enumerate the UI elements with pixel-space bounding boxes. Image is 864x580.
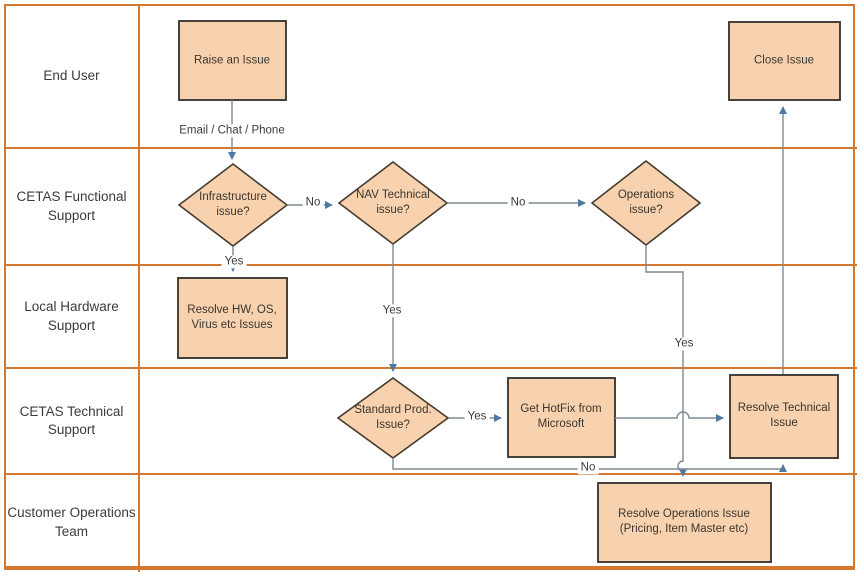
node-infrastructure-issue-shape <box>177 162 289 248</box>
edge-label-email-chat-phone: Email / Chat / Phone <box>176 124 288 138</box>
lane-label-cetas-functional: CETAS Functional Support <box>16 189 127 223</box>
node-infrastructure-issue-label: Infrastructure issue? <box>199 191 267 218</box>
node-operations-issue-shape <box>590 159 702 247</box>
node-resolve-operations-label: Resolve Operations Issue (Pricing, Item … <box>618 508 750 535</box>
node-close-issue-shape <box>728 21 841 101</box>
lane-divider-1 <box>4 147 857 149</box>
node-resolve-technical-shape <box>729 374 839 459</box>
edge-label-yes-1: Yes <box>221 255 247 269</box>
edge-label-no-2: No <box>507 196 529 210</box>
lane-divider-3 <box>4 367 857 369</box>
lane-divider-4 <box>4 473 857 475</box>
lane-divider-2 <box>4 264 857 266</box>
node-nav-technical-issue-label: NAV Technical issue? <box>356 189 430 216</box>
edge-label-yes-4: Yes <box>464 410 490 424</box>
edge-label-yes-2: Yes <box>379 304 405 318</box>
node-resolve-operations-shape <box>597 482 772 563</box>
edge-label-no-1: No <box>302 196 324 210</box>
node-resolve-hw-label: Resolve HW, OS, Virus etc Issues <box>187 304 277 331</box>
node-get-hotfix-label: Get HotFix from Microsoft <box>520 403 602 430</box>
lane-header-divider <box>138 4 140 572</box>
swimlane-frame <box>4 4 855 570</box>
node-nav-technical-issue-shape <box>337 160 449 246</box>
node-resolve-hw-shape <box>177 277 288 359</box>
node-operations-issue-label: Operations issue? <box>617 189 675 216</box>
edge-operations-yes-resolve-operations <box>645 246 687 477</box>
node-standard-prod-issue-label: Standard Prod. Issue? <box>354 404 432 431</box>
node-raise-an-issue-label: Raise an Issue <box>193 54 271 67</box>
node-close-issue-label: Close Issue <box>753 54 815 67</box>
lane-label-local-hardware: Local Hardware Support <box>24 299 119 333</box>
node-resolve-technical-label: Resolve Technical Issue <box>737 402 831 429</box>
node-get-hotfix-shape <box>507 377 616 458</box>
lane-label-cetas-technical: CETAS Technical Support <box>19 403 124 437</box>
node-standard-prod-issue-shape <box>336 377 450 459</box>
edge-label-no-3: No <box>577 461 599 475</box>
edge-label-yes-3: Yes <box>671 337 697 351</box>
edge-get-hotfix-to-resolve-technical <box>615 411 724 422</box>
node-raise-an-issue-shape <box>178 20 287 101</box>
lane-label-customer-ops: Customer Operations Team <box>7 505 136 539</box>
lane-label-end-user: End User <box>43 68 100 84</box>
